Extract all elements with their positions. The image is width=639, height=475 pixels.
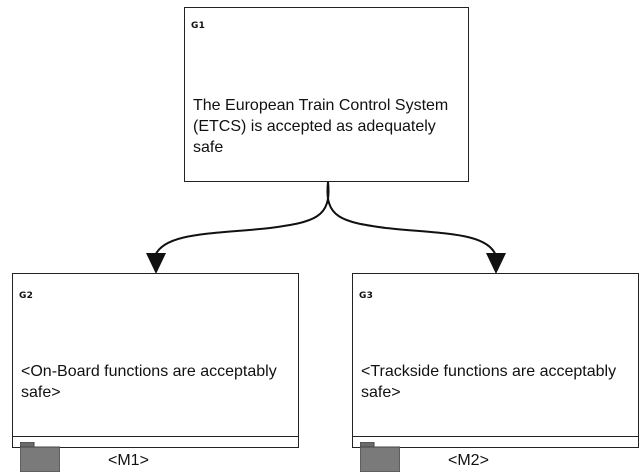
arrowhead-g2 bbox=[146, 253, 166, 274]
goal-text-g2: <On-Board functions are acceptably safe> bbox=[21, 363, 277, 401]
module-divider-g2 bbox=[12, 436, 299, 437]
module-row-m2[interactable]: <M2> bbox=[352, 437, 639, 475]
goal-g3[interactable]: G3 <Trackside functions are acceptably s… bbox=[352, 273, 639, 448]
folder-icon bbox=[20, 442, 60, 472]
folder-icon bbox=[360, 442, 400, 472]
module-divider-g3 bbox=[352, 436, 639, 437]
goal-text-g3: <Trackside functions are acceptably safe… bbox=[361, 363, 617, 401]
goal-text-g1: The European Train Control System (ETCS)… bbox=[193, 97, 449, 156]
module-label-m1: <M1> bbox=[108, 452, 149, 469]
arrowhead-g3 bbox=[486, 253, 506, 274]
module-label-m2: <M2> bbox=[448, 452, 489, 469]
goal-id-g1: G1 bbox=[191, 21, 206, 31]
module-row-m1[interactable]: <M1> bbox=[12, 437, 299, 475]
goal-g1[interactable]: G1 The European Train Control System (ET… bbox=[184, 7, 469, 182]
connector-g1-g2 bbox=[154, 181, 330, 257]
goal-id-g3: G3 bbox=[359, 291, 374, 301]
goal-id-g2: G2 bbox=[19, 291, 34, 301]
goal-g2[interactable]: G2 <On-Board functions are acceptably sa… bbox=[12, 273, 299, 448]
connector-g1-g3 bbox=[326, 181, 497, 257]
